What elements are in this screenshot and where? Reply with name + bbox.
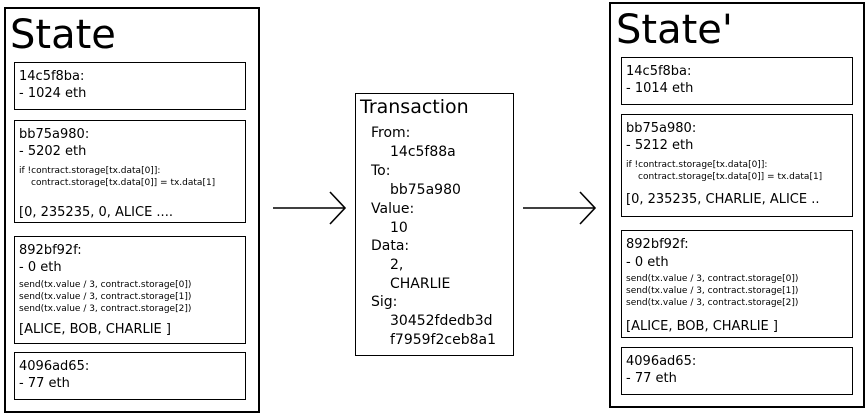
contract-code: if !contract.storage[tx.data[0]]: contra… xyxy=(19,165,215,189)
arrow-right-icon xyxy=(273,191,347,225)
contract-storage: [0, 235235, CHARLIE, ALICE .. xyxy=(626,192,820,207)
arrow-right-icon xyxy=(523,191,597,225)
contract-storage: [0, 235235, 0, ALICE .... xyxy=(19,205,173,220)
account-address: 4096ad65: xyxy=(626,354,697,369)
tx-from-value: 14c5f88a xyxy=(390,144,456,160)
account-address: 14c5f8ba: xyxy=(19,69,85,84)
account-4096ad65: 4096ad65: - 77 eth xyxy=(621,347,853,395)
code-line: send(tx.value / 3, contract.storage[2]) xyxy=(626,298,799,308)
tx-data-value: CHARLIE xyxy=(390,276,451,292)
account-address: 892bf92f: xyxy=(19,243,82,258)
contract-storage: [ALICE, BOB, CHARLIE ] xyxy=(19,322,171,337)
code-line: send(tx.value / 3, contract.storage[0]) xyxy=(626,274,799,284)
account-address: bb75a980: xyxy=(19,127,90,142)
tx-to-label: To: xyxy=(371,163,391,179)
account-14c5f8ba: 14c5f8ba: - 1014 eth xyxy=(621,57,853,105)
state-after-panel: State' 14c5f8ba: - 1014 eth bb75a980: - … xyxy=(609,2,865,408)
code-line: send(tx.value / 3, contract.storage[0]) xyxy=(19,280,192,290)
tx-from-label: From: xyxy=(371,125,411,141)
code-line: send(tx.value / 3, contract.storage[1]) xyxy=(19,292,192,302)
tx-data-label: Data: xyxy=(371,238,410,254)
state-before-panel: State 14c5f8ba: - 1024 eth bb75a980: - 5… xyxy=(4,7,260,413)
account-address: bb75a980: xyxy=(626,121,697,136)
code-line: contract.storage[tx.data[0]] = tx.data[1… xyxy=(31,178,216,188)
state-before-title: State xyxy=(10,12,116,58)
account-address: 892bf92f: xyxy=(626,237,689,252)
tx-sig-value: 30452fdedb3d xyxy=(390,313,493,329)
tx-sig-label: Sig: xyxy=(371,294,398,310)
tx-data-value: 2, xyxy=(390,257,404,273)
account-balance: - 77 eth xyxy=(19,376,70,391)
transaction-title: Transaction xyxy=(360,96,469,118)
account-balance: - 0 eth xyxy=(19,260,62,275)
account-balance: - 1024 eth xyxy=(19,86,87,101)
account-892bf92f: 892bf92f: - 0 eth send(tx.value / 3, con… xyxy=(14,236,246,344)
code-line: contract.storage[tx.data[0]] = tx.data[1… xyxy=(638,172,823,182)
code-line: if !contract.storage[tx.data[0]]: xyxy=(19,166,161,176)
account-4096ad65: 4096ad65: - 77 eth xyxy=(14,352,246,400)
code-line: send(tx.value / 3, contract.storage[1]) xyxy=(626,286,799,296)
account-address: 4096ad65: xyxy=(19,359,90,374)
transaction-box: Transaction From: 14c5f88a To: bb75a980 … xyxy=(355,93,514,356)
account-892bf92f: 892bf92f: - 0 eth send(tx.value / 3, con… xyxy=(621,230,853,338)
tx-to-value: bb75a980 xyxy=(390,182,461,198)
contract-code: if !contract.storage[tx.data[0]]: contra… xyxy=(626,159,822,183)
account-bb75a980: bb75a980: - 5202 eth if !contract.storag… xyxy=(14,120,246,223)
account-balance: - 1014 eth xyxy=(626,81,694,96)
code-line: send(tx.value / 3, contract.storage[2]) xyxy=(19,304,192,314)
state-after-title: State' xyxy=(616,7,733,53)
account-address: 14c5f8ba: xyxy=(626,64,692,79)
tx-value-label: Value: xyxy=(371,201,415,217)
account-balance: - 5212 eth xyxy=(626,138,694,153)
account-balance: - 5202 eth xyxy=(19,144,87,159)
account-balance: - 77 eth xyxy=(626,371,677,386)
contract-code: send(tx.value / 3, contract.storage[0]) … xyxy=(19,279,191,315)
account-14c5f8ba: 14c5f8ba: - 1024 eth xyxy=(14,62,246,110)
contract-storage: [ALICE, BOB, CHARLIE ] xyxy=(626,319,778,334)
code-line: if !contract.storage[tx.data[0]]: xyxy=(626,160,768,170)
contract-code: send(tx.value / 3, contract.storage[0]) … xyxy=(626,273,798,309)
tx-value-value: 10 xyxy=(390,220,408,236)
account-bb75a980: bb75a980: - 5212 eth if !contract.storag… xyxy=(621,114,853,217)
tx-sig-value: f7959f2ceb8a1 xyxy=(390,332,496,348)
account-balance: - 0 eth xyxy=(626,255,669,270)
